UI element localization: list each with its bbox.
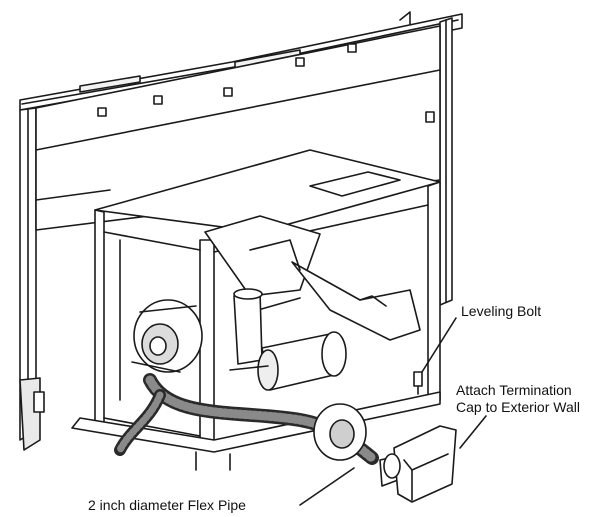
leveling-bolt-label: Leveling Bolt — [461, 303, 542, 319]
termination-cap-label-line1: Attach Termination — [456, 382, 572, 398]
hopper-chute — [204, 215, 421, 341]
convection-blower-motor — [229, 331, 347, 391]
left-surround-leg — [19, 377, 45, 451]
termination-cap-label-line2: Cap to Exterior Wall — [456, 399, 580, 415]
leveling-bolt — [413, 371, 423, 395]
flex-pipe-label: 2 inch diameter Flex Pipe — [88, 497, 246, 513]
leveling-bolt-leader-line — [421, 317, 457, 373]
flex-pipe — [114, 373, 379, 465]
combustion-blower — [131, 299, 203, 373]
termination-cap-leader-line — [459, 415, 487, 449]
termination-cap — [379, 425, 457, 503]
auger-motor — [233, 288, 263, 365]
termination-cap-label: Attach Termination Cap to Exterior Wall — [456, 382, 580, 416]
flex-pipe-leader-line — [299, 467, 355, 506]
firebox-frame — [71, 149, 441, 471]
